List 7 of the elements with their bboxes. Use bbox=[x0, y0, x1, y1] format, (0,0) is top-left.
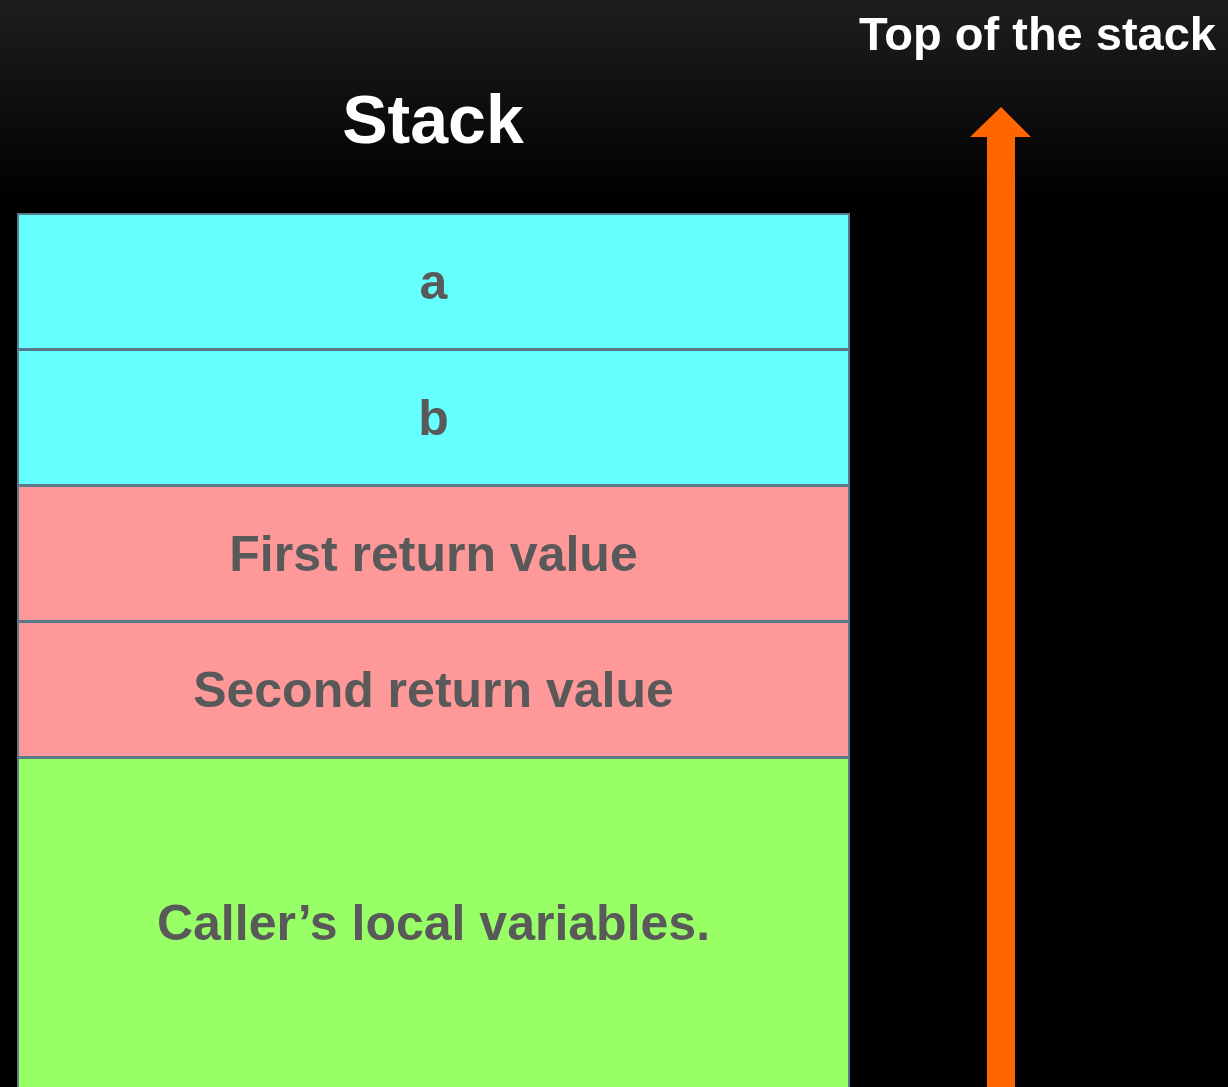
stack-slot: a bbox=[17, 213, 850, 350]
stack-slot: First return value bbox=[17, 485, 850, 622]
top-of-stack-label: Top of the stack bbox=[859, 6, 1216, 61]
stack-slot: Caller’s local variables. bbox=[17, 757, 850, 1087]
stack-slot: Second return value bbox=[17, 621, 850, 758]
stack-heading: Stack bbox=[341, 80, 525, 158]
stack-slot: b bbox=[17, 349, 850, 486]
